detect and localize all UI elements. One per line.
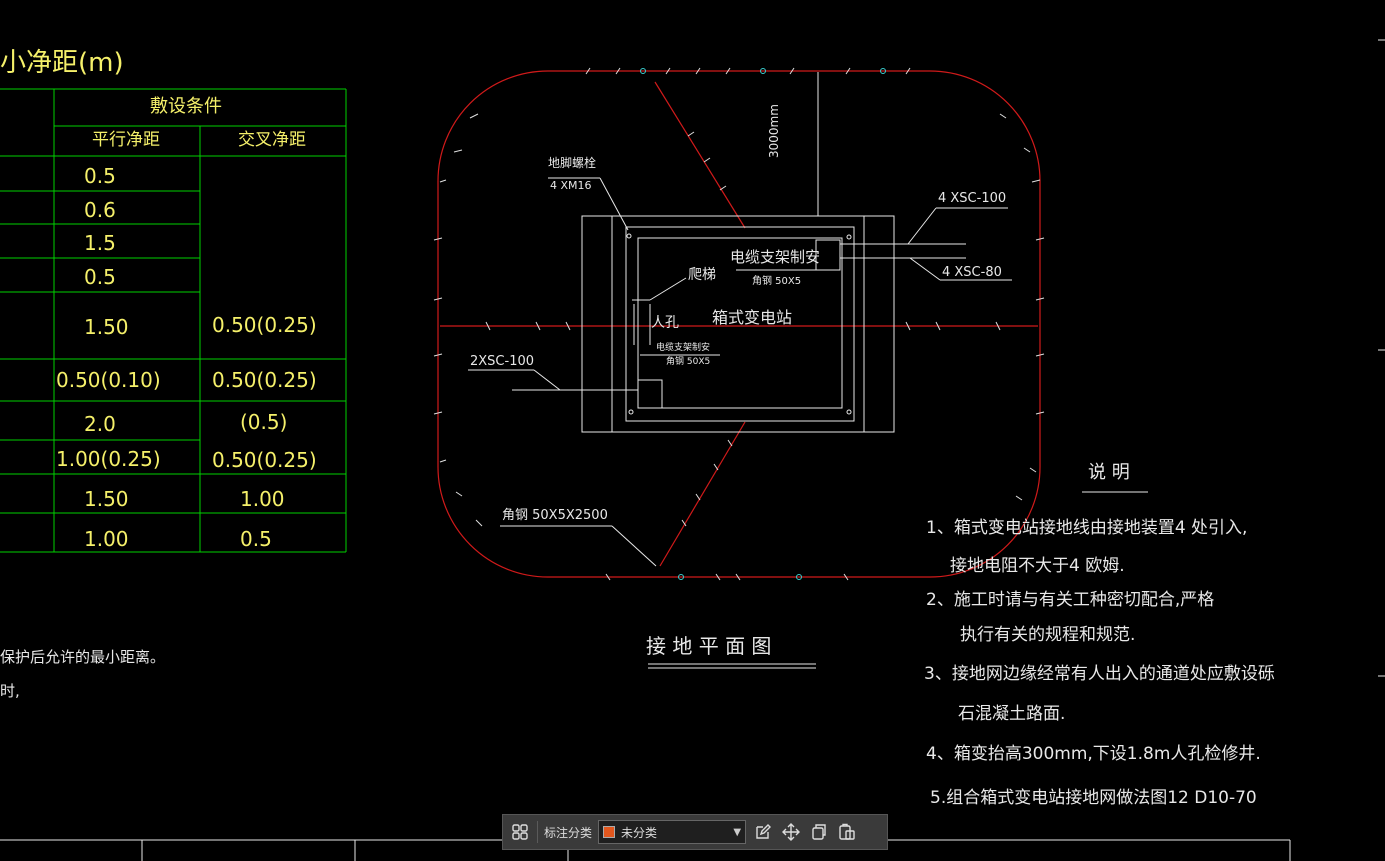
chevron-down-icon: ▼	[733, 826, 742, 838]
note-line: 3、接地网边缘经常有人出入的通道处应敷设砾	[924, 664, 1275, 684]
note-line: 5.组合箱式变电站接地网做法图12 D10-70	[930, 788, 1257, 808]
table-cell-cross: 0.50(0.25)	[212, 448, 317, 472]
ladder-label: 爬梯	[688, 267, 716, 283]
paste-icon[interactable]	[836, 821, 858, 843]
table-cell-cross: 0.50(0.25)	[212, 368, 317, 392]
category-color-swatch	[603, 826, 616, 838]
dimension-label: 3000mm	[767, 104, 781, 158]
anchor-bolt-spec: 4 XM16	[550, 179, 592, 192]
category-label: 标注分类	[544, 825, 593, 840]
category-selected-value: 未分类	[621, 825, 658, 840]
bracket-small-label: 电缆支架制安	[656, 343, 711, 353]
conduit-label: 4 XSC-100	[938, 191, 1007, 206]
grounding-loop	[433, 67, 1045, 581]
table-cell-parallel: 1.5	[84, 231, 116, 255]
conduit-left-label: 2XSC-100	[470, 354, 535, 369]
substation-label: 箱式变电站	[712, 308, 793, 327]
table-cell-parallel: 0.5	[84, 164, 116, 188]
table-cell-parallel: 1.00	[84, 527, 129, 551]
manhole-label: 人孔	[651, 315, 679, 331]
annotation-toolbar: 标注分类 未分类 ▼	[502, 814, 888, 850]
table-col-cross: 交叉净距	[238, 130, 306, 150]
toolbar-separator	[537, 821, 538, 843]
copy-icon[interactable]	[808, 821, 830, 843]
cable-bracket-label: 电缆支架制安	[730, 248, 821, 266]
note-line: 执行有关的规程和规范.	[960, 625, 1136, 645]
move-icon[interactable]	[780, 821, 802, 843]
note-line: 石混凝土路面.	[958, 704, 1066, 724]
note-line: 4、箱变抬高300mm,下设1.8m人孔检修井.	[926, 744, 1261, 764]
note-line: 2、施工时请与有关工种密切配合,严格	[926, 590, 1215, 610]
table-cell-parallel: 1.50	[84, 315, 129, 339]
angle-small-label: 角钢 50X5	[666, 357, 711, 367]
notes-heading: 说 明	[1088, 462, 1130, 483]
angle-steel-long-label: 角钢 50X5X2500	[502, 508, 608, 523]
table-cell-cross: 1.00	[240, 487, 285, 511]
angle-steel-label: 角钢 50X5	[752, 276, 802, 287]
table-cell-cross: 0.5	[240, 527, 272, 551]
table-cell-parallel: 1.50	[84, 487, 129, 511]
table-cell-cross: 0.50(0.25)	[212, 313, 317, 337]
left-note: 时,	[0, 682, 20, 700]
table-cell-parallel: 0.5	[84, 265, 116, 289]
clearance-table-grid	[0, 88, 347, 553]
box-substation-plan	[468, 72, 1012, 567]
plan-title: 接 地 平 面 图	[646, 634, 772, 658]
table-cell-parallel: 1.00(0.25)	[56, 447, 161, 471]
grid-icon[interactable]	[509, 821, 531, 843]
table-cell-parallel: 2.0	[84, 412, 116, 436]
anchor-bolt-label: 地脚螺栓	[548, 156, 597, 170]
table-title: 小净距(m)	[0, 48, 124, 78]
table-cell-parallel: 0.50(0.10)	[56, 368, 161, 392]
category-dropdown[interactable]: 未分类 ▼	[598, 820, 747, 844]
table-group-header: 敷设条件	[150, 96, 222, 117]
edit-icon[interactable]	[752, 821, 774, 843]
plan-title-underline	[648, 491, 1148, 669]
note-line: 1、箱式变电站接地线由接地装置4 处引入,	[926, 518, 1248, 538]
table-col-parallel: 平行净距	[92, 130, 160, 150]
conduit-label: 4 XSC-80	[942, 265, 1002, 280]
table-cell-parallel: 0.6	[84, 198, 116, 222]
title-block-lines	[0, 39, 1385, 861]
left-note: 保护后允许的最小距离。	[0, 648, 166, 666]
table-cell-cross: (0.5)	[240, 410, 288, 434]
note-line: 接地电阻不大于4 欧姆.	[950, 556, 1125, 576]
